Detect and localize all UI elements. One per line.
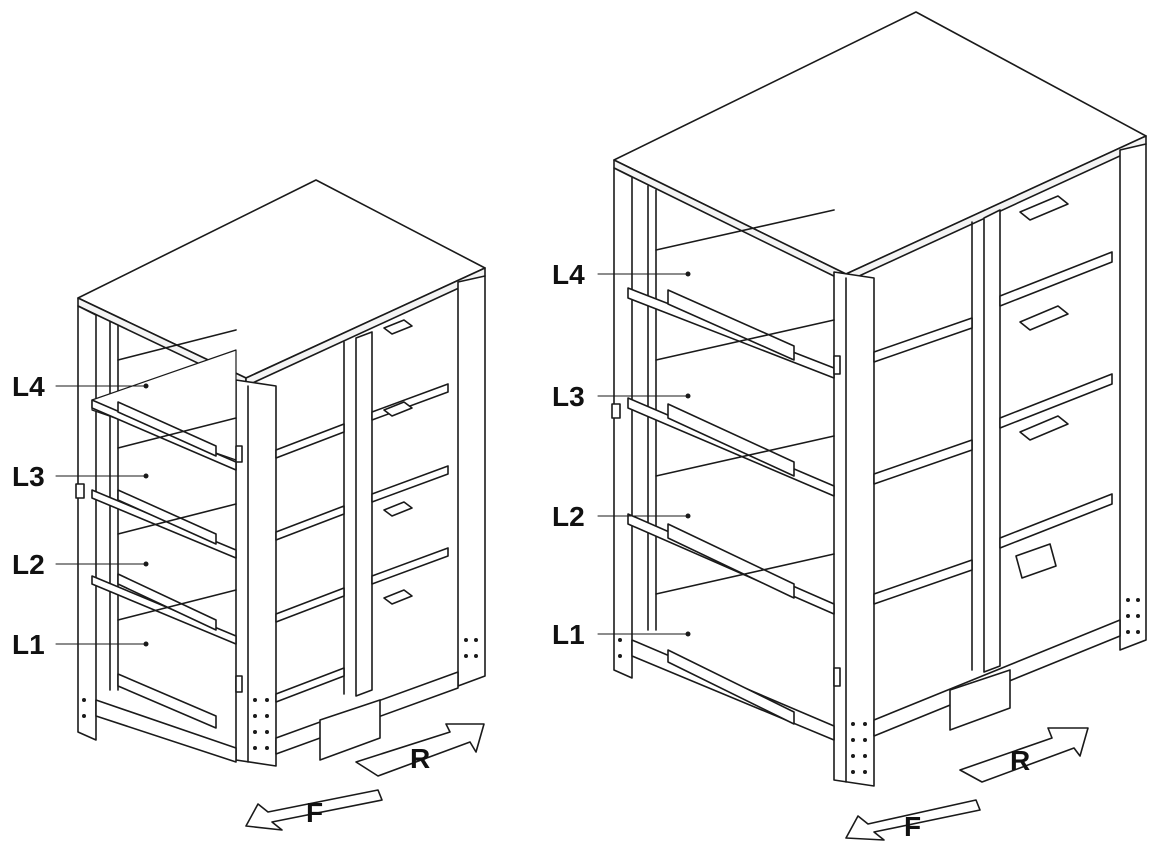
large-rack [597, 11, 1147, 841]
rear-arrow-label: R [1010, 745, 1030, 776]
level-label-l1: L1 [552, 619, 585, 650]
level-label-l4: L4 [552, 259, 585, 290]
level-label-l2: L2 [12, 549, 45, 580]
large-rack-labels: L4 L3 L2 L1 F R [552, 259, 1030, 842]
small-rack-labels: L4 L3 L2 L1 F R [12, 371, 430, 828]
level-label-l3: L3 [552, 381, 585, 412]
level-label-l4: L4 [12, 371, 45, 402]
level-label-l2: L2 [552, 501, 585, 532]
front-arrow-label: F [306, 797, 323, 828]
front-arrow-label: F [904, 811, 921, 842]
level-label-l3: L3 [12, 461, 45, 492]
small-rack [55, 179, 486, 831]
level-label-l1: L1 [12, 629, 45, 660]
rear-arrow-label: R [410, 743, 430, 774]
